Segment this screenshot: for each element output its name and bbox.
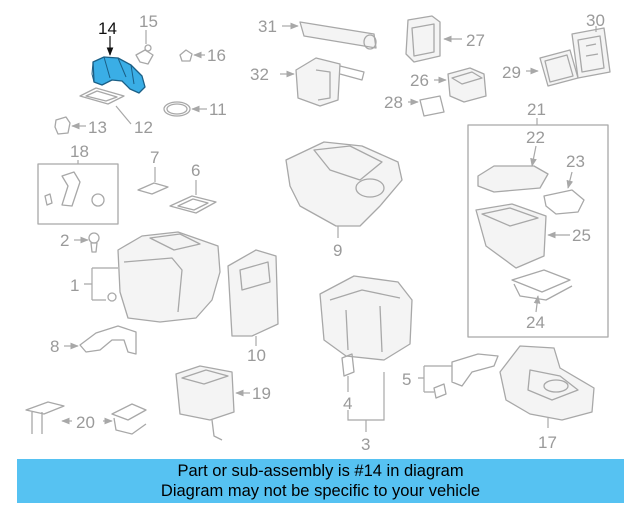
callout-15: 15 [139,12,158,31]
part-3 [319,275,413,361]
callout-8: 8 [50,337,59,356]
callout-14[interactable]: 14 [98,19,117,38]
part-5 [433,353,499,399]
part-31 [299,21,377,50]
part-11 [163,101,191,117]
callout-30: 30 [586,11,605,30]
callout-1: 1 [70,276,79,295]
callout-9: 9 [333,241,342,260]
info-banner: Part or sub-assembly is #14 in diagram D… [17,459,624,503]
callout-18: 18 [70,142,89,161]
callout-24: 24 [526,313,545,332]
callout-13: 13 [88,118,107,137]
part-20 [25,401,147,435]
part-4 [341,353,355,377]
callout-27: 27 [466,31,485,50]
part-6 [169,195,217,214]
part-28 [419,95,445,117]
part-26 [447,67,487,103]
callout-29: 29 [502,63,521,82]
callout-22: 22 [526,128,545,147]
callout-7: 7 [150,148,159,167]
banner-line-2: Diagram may not be specific to your vehi… [160,482,481,500]
part-1 [107,231,221,323]
part-27 [405,15,441,63]
callout-4: 4 [343,394,352,413]
part-2 [88,232,100,253]
part-15 [135,44,154,65]
callout-25: 25 [572,226,591,245]
part-18-group [37,163,119,225]
banner-line-1: Part or sub-assembly is #14 in diagram [177,462,464,480]
callout-32: 32 [250,65,269,84]
callout-10: 10 [247,346,266,365]
part-21-group [467,124,609,338]
part-29 [539,49,579,87]
callout-31: 31 [258,17,277,36]
part-16 [179,49,193,62]
part-32 [295,57,365,107]
part-13 [54,116,71,135]
callout-16: 16 [207,46,226,65]
part-14-bracket[interactable] [91,56,146,94]
callout-2: 2 [60,231,69,250]
part-12 [79,87,125,105]
callout-28: 28 [384,93,403,112]
callout-11: 11 [209,100,227,119]
callout-6: 6 [191,161,200,180]
callout-12: 12 [134,118,153,137]
part-17 [499,345,595,421]
part-7 [137,182,169,195]
part-9 [285,141,403,227]
callout-19: 19 [252,384,271,403]
callout-20: 20 [76,413,95,432]
part-30 [571,27,611,79]
part-19 [175,365,235,441]
part-10 [227,249,279,337]
callout-21: 21 [527,100,546,119]
callout-17: 17 [538,433,557,452]
callout-3: 3 [361,435,370,454]
callout-5: 5 [402,370,411,389]
callout-26: 26 [410,71,429,90]
part-8 [79,325,137,355]
callout-23: 23 [566,152,585,171]
